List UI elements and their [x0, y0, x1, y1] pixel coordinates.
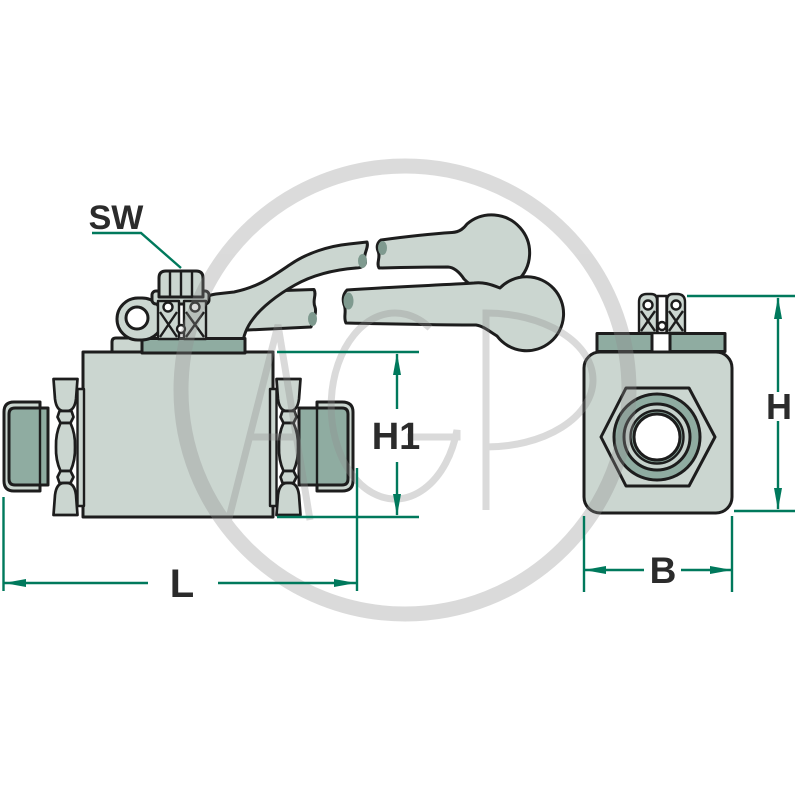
arrow-down — [393, 494, 401, 516]
port-thread-left — [7, 406, 50, 487]
watermark-letter-g — [327, 309, 461, 503]
port-washer-right — [268, 387, 278, 508]
arrow-left — [584, 566, 606, 574]
dimensions: SW H1 L B H — [2, 199, 795, 606]
arrow-up — [393, 353, 401, 375]
clamp-cross — [159, 311, 178, 338]
arrow-left — [4, 579, 26, 587]
break-notch — [358, 254, 367, 268]
clamp-panel-right — [182, 299, 208, 341]
top-plate-right — [668, 332, 727, 353]
handle-lever-ball-upper — [375, 213, 532, 293]
break-notch — [343, 292, 354, 310]
h-label: H — [766, 386, 792, 427]
clamp-pin — [189, 301, 201, 313]
b-label: B — [650, 550, 677, 591]
arrow-right — [710, 566, 732, 574]
arrow-up — [774, 297, 782, 319]
clamp-pin — [642, 299, 654, 311]
arrow-right — [334, 579, 356, 587]
sw-label: SW — [89, 199, 145, 237]
break-notch — [378, 241, 387, 255]
sw-leader-line — [92, 231, 182, 269]
clamp-pin — [656, 320, 668, 332]
break-notch — [308, 312, 317, 326]
arrow-down — [774, 488, 782, 510]
valve-body-side — [81, 350, 275, 519]
watermark-logo — [173, 158, 637, 622]
handle-lever-ball-lower — [341, 275, 565, 353]
port-washer-left — [76, 387, 86, 508]
side-view — [2, 213, 565, 519]
clamp-cross — [640, 310, 656, 332]
watermark-ring — [173, 158, 637, 622]
hex-nut-left — [52, 377, 79, 517]
front-view — [582, 292, 734, 515]
clamp-pin — [175, 323, 187, 335]
h1-label: H1 — [372, 416, 421, 458]
port-thread-right — [297, 406, 350, 487]
clamp-pin — [670, 299, 682, 311]
clamp-panel-left — [156, 299, 181, 341]
clamp-ring-hole — [124, 305, 150, 331]
port-bore — [632, 412, 682, 462]
l-label: L — [170, 562, 194, 606]
clamp-cross — [668, 310, 684, 332]
watermark-letter-a — [224, 324, 314, 523]
clamp-pin — [162, 301, 174, 313]
watermark-letter-p — [482, 309, 597, 510]
clamp-cross — [185, 311, 205, 338]
